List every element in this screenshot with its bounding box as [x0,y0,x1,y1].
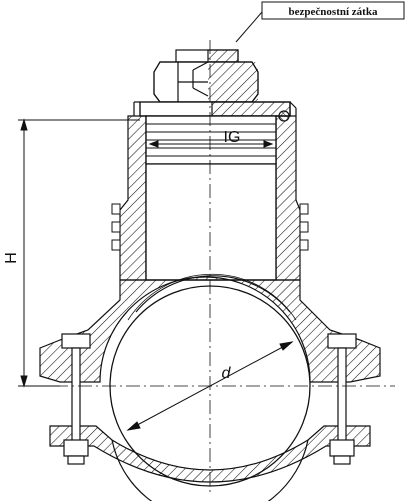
dimension-h [18,118,140,388]
d-label: d [222,365,232,382]
callout: bezpečnostní zátka [235,1,405,43]
safety-plug [133,49,297,122]
callout-box [261,1,405,20]
ig-label: IG [224,129,241,146]
callout-leader [235,11,263,43]
dimension-ig [148,140,274,148]
center-lines [30,40,395,496]
bolts [61,333,357,465]
dimension-d [126,341,294,431]
callout-label: bezpečnostní zátka [289,6,378,18]
h-label: H [3,252,20,264]
branch-socket [111,115,309,281]
